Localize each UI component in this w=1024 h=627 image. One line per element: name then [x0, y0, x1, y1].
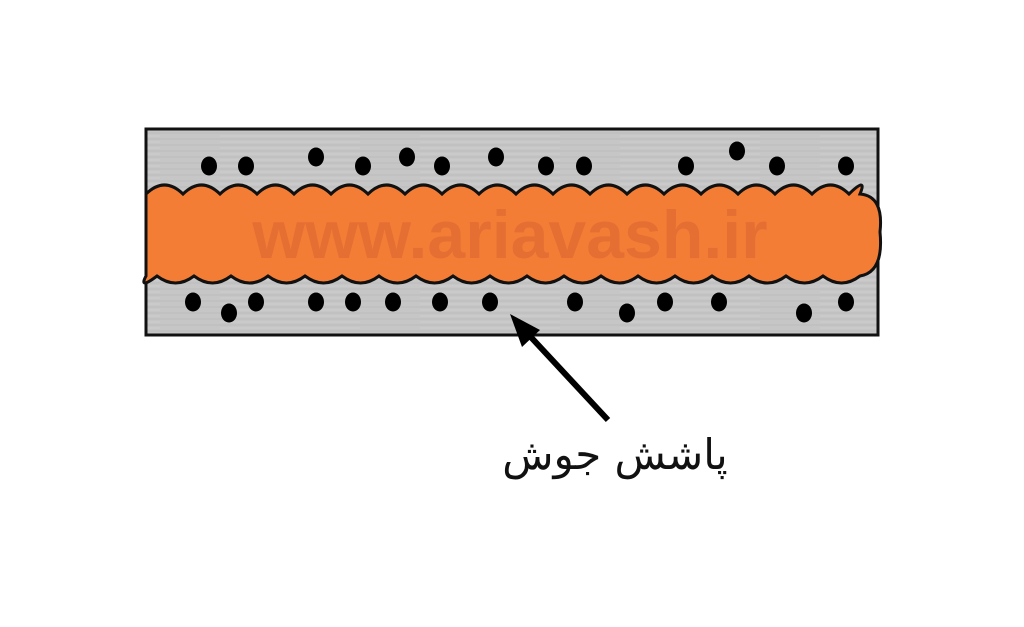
spatter-dot [238, 156, 254, 176]
spatter-dot [434, 156, 450, 176]
spatter-dot [488, 147, 504, 167]
spatter-dots [185, 141, 854, 323]
spatter-dot [185, 292, 201, 312]
watermark: www.ariavash.ir [251, 197, 767, 273]
spatter-dot [657, 292, 673, 312]
spatter-dot [769, 156, 785, 176]
spatter-dot [729, 141, 745, 161]
spatter-dot [796, 303, 812, 323]
spatter-dot [838, 292, 854, 312]
spatter-label: پاشش جوش [502, 430, 728, 479]
spatter-dot [482, 292, 498, 312]
spatter-dot [538, 156, 554, 176]
spatter-dot [399, 147, 415, 167]
spatter-dot [308, 147, 324, 167]
spatter-dot [711, 292, 727, 312]
spatter-dot [678, 156, 694, 176]
spatter-dot [355, 156, 371, 176]
spatter-dot [385, 292, 401, 312]
spatter-dot [838, 156, 854, 176]
spatter-dot [345, 292, 361, 312]
spatter-dot [432, 292, 448, 312]
spatter-dot [221, 303, 237, 323]
spatter-dot [248, 292, 264, 312]
spatter-dot [576, 156, 592, 176]
spatter-dot [567, 292, 583, 312]
spatter-dot [308, 292, 324, 312]
spatter-dot [619, 303, 635, 323]
spatter-dot [201, 156, 217, 176]
weld-bead [142, 183, 883, 285]
arrow [510, 314, 611, 423]
